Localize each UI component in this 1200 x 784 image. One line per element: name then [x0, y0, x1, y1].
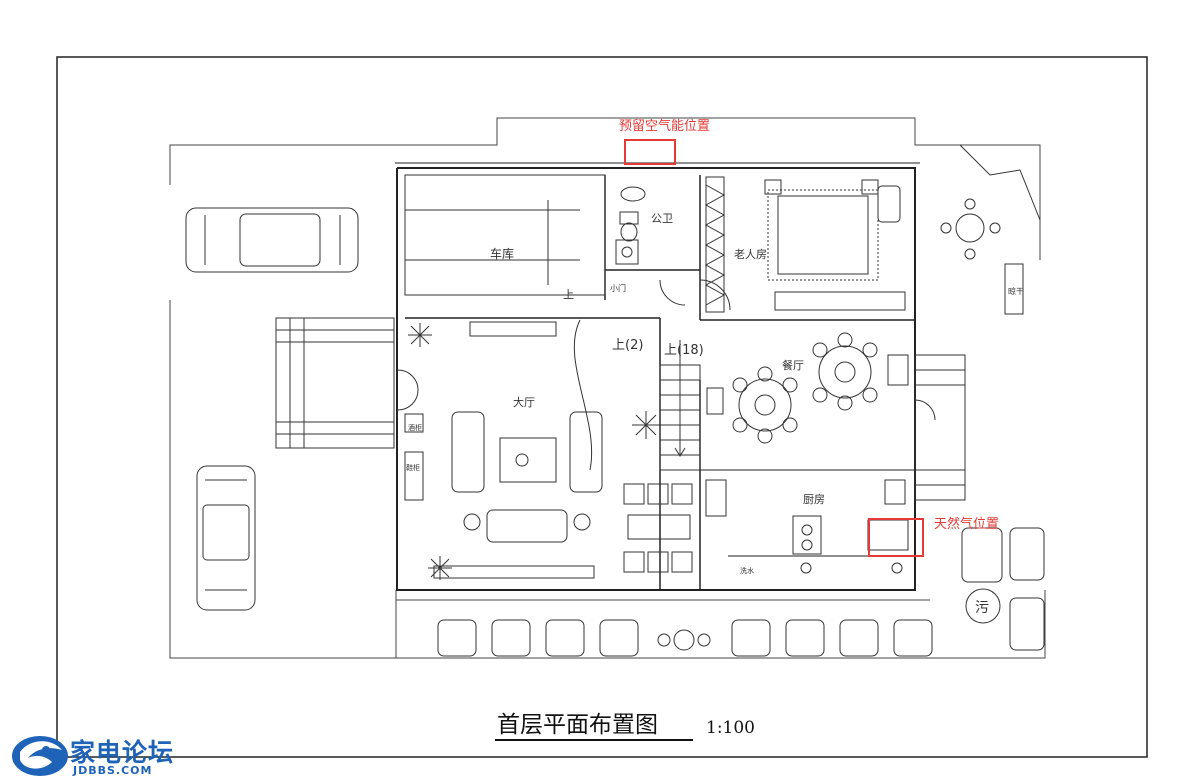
- staircase: [659, 340, 701, 471]
- car-left: [196, 465, 256, 611]
- exterior-walls: [395, 162, 920, 591]
- label-shoe: 鞋柜: [406, 463, 420, 472]
- label-stairs-up-2: 上(2): [612, 338, 643, 353]
- brand-domain: JDBBS.COM: [73, 764, 153, 777]
- label-kitchen: 厨房: [803, 493, 825, 506]
- label-small-door: 小门: [610, 283, 626, 293]
- brand-logo-icon: [12, 736, 68, 776]
- label-gas-note: 天然气位置: [934, 516, 999, 532]
- label-air-energy-note: 预留空气能位置: [619, 118, 710, 134]
- label-stairs-up: 上: [563, 288, 574, 301]
- label-dining: 餐厅: [782, 358, 804, 372]
- label-elder-room: 老人房: [734, 248, 767, 261]
- label-guest-wc: 公卫: [651, 212, 673, 225]
- plants: [408, 323, 660, 580]
- drawing-title: 首层平面布置图: [497, 712, 658, 738]
- site-boundary: [169, 117, 1046, 659]
- wardrobe: [704, 176, 726, 313]
- side-steps: [914, 354, 966, 501]
- wc-fixtures: [615, 186, 646, 265]
- garage-bays: [404, 174, 606, 296]
- label-sink: 洗水: [740, 566, 754, 575]
- label-cabinet: 酒柜: [408, 423, 422, 432]
- air-energy-reserve-box: [624, 139, 676, 165]
- dining-tables: [732, 332, 878, 444]
- entrance-steps: [275, 317, 395, 449]
- door-swings: [397, 279, 936, 471]
- brand-name: 家电论坛: [70, 738, 175, 767]
- bed: [764, 179, 906, 311]
- drawing-scale: 1:100: [706, 718, 755, 738]
- dining-chairs: [623, 354, 909, 574]
- sheet-border: [56, 56, 1148, 758]
- garden-elements: [437, 144, 1045, 657]
- gas-position-box: [868, 518, 924, 557]
- label-garage: 车库: [490, 246, 514, 261]
- label-dry: 晾干: [1008, 286, 1024, 296]
- label-stairs-up-18: 上(18): [664, 343, 704, 358]
- label-toilet-tank: 污: [975, 600, 989, 616]
- living-furniture: [404, 321, 603, 579]
- label-living-room: 大厅: [513, 395, 535, 409]
- car-top: [185, 207, 359, 273]
